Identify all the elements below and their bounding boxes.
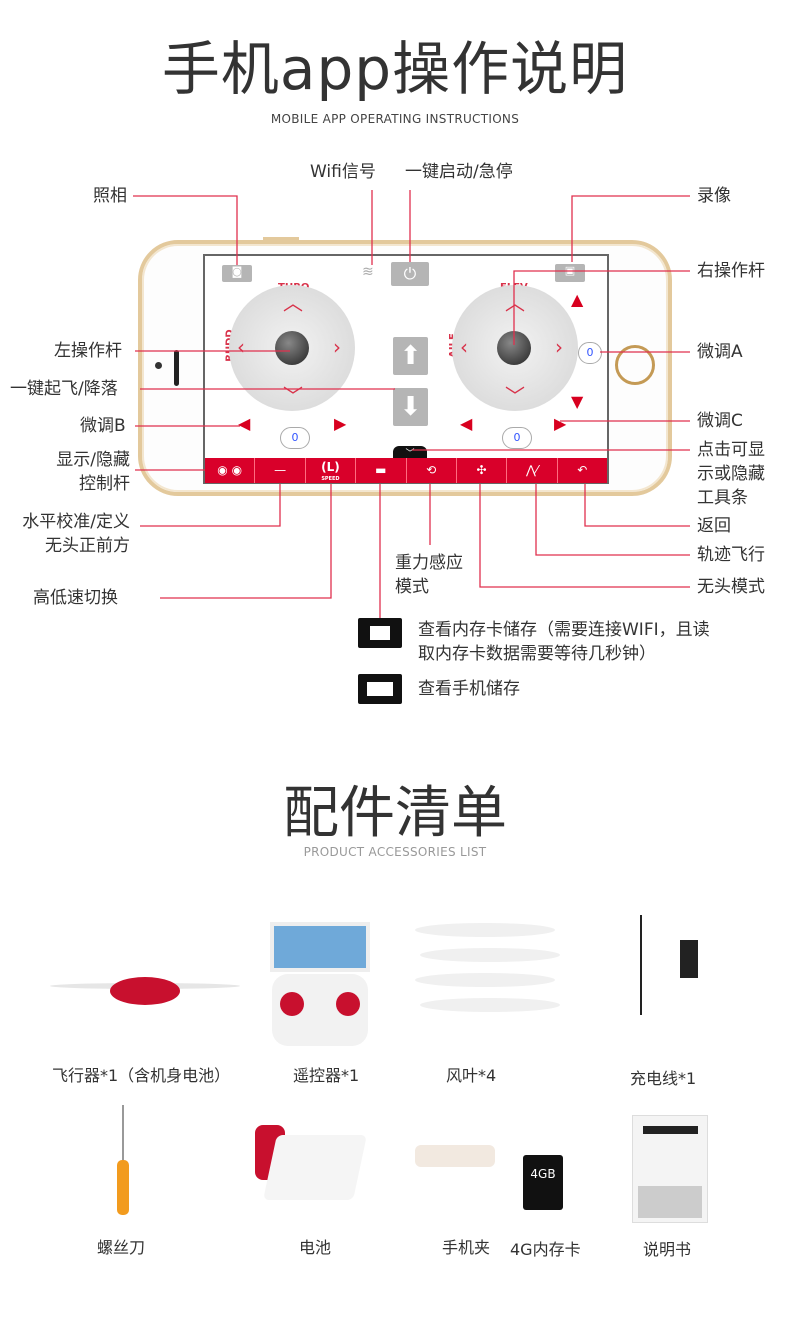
callout-calibrate-line1: 水平校准/定义 — [22, 512, 130, 532]
wifi-icon: ≋ — [362, 264, 374, 280]
chevron-up-icon: ︿ — [505, 291, 525, 315]
toolbar: ◉ ◉ — (L) SPEED ▬ ⟲ ✣ ⋀⁄ ↶ — [205, 458, 607, 483]
chevron-left-icon: ‹ — [460, 335, 468, 359]
power-button[interactable]: ⏻ — [391, 262, 429, 286]
callout-right-stick: 右操作杆 — [697, 261, 765, 281]
chevron-left-icon: ‹ — [237, 335, 245, 359]
callout-track: 轨迹飞行 — [697, 545, 765, 565]
speed-label: SPEED — [321, 476, 340, 482]
callout-trim-b: 微调B — [80, 416, 126, 436]
calibrate-button[interactable]: — — [255, 458, 306, 483]
camera-icon[interactable]: ◙ — [222, 265, 252, 282]
screwdriver-image — [115, 1105, 131, 1215]
callout-toolbar-line1: 点击可显 — [697, 440, 765, 460]
takeoff-button[interactable]: ⬆ — [393, 337, 428, 375]
chevron-down-icon: ﹀ — [505, 384, 525, 408]
video-icon[interactable]: ▣ — [555, 264, 585, 282]
accessories-title: 配件清单 — [283, 781, 507, 846]
phone-clip-image — [405, 1140, 505, 1210]
phone-camera — [155, 362, 162, 369]
phone-button — [263, 237, 299, 241]
trim-a-up-button[interactable]: ▲ — [571, 290, 584, 309]
callout-speed: 高低速切换 — [33, 588, 118, 608]
chevron-down-icon: ﹀ — [283, 384, 303, 408]
land-button[interactable]: ⬇ — [393, 388, 428, 426]
battery-image — [255, 1125, 367, 1205]
right-joystick-knob[interactable] — [497, 331, 531, 365]
headless-mode-button[interactable]: ✣ — [457, 458, 508, 483]
callout-record: 录像 — [697, 186, 731, 206]
folder-button[interactable]: ▬ — [356, 458, 407, 483]
callout-gravity-line1: 重力感应 — [395, 553, 463, 573]
callout-calibrate-line2: 无头正前方 — [45, 536, 130, 556]
callout-trim-a: 微调A — [697, 342, 743, 362]
callout-gravity: 重力感应模式 — [395, 551, 463, 599]
accessory-label: 说明书 — [643, 1240, 692, 1259]
gravity-mode-button[interactable]: ⟲ — [407, 458, 457, 483]
home-button — [615, 345, 655, 385]
chevron-right-icon: › — [555, 335, 563, 359]
storage-sd-line1: 查看内存卡储存（需要连接WIFI，且读 — [418, 620, 710, 640]
storage-phone-text: 查看手机储存 — [418, 679, 520, 699]
accessory-label: 螺丝刀 — [97, 1238, 146, 1257]
memory-card-image: 4GB — [523, 1155, 563, 1210]
trim-b-right-button[interactable]: ▶ — [334, 414, 347, 433]
speed-button[interactable]: (L) SPEED — [306, 458, 357, 483]
callout-left-stick: 左操作杆 — [54, 341, 122, 361]
callout-toolbar-line2: 示或隐藏 — [697, 464, 765, 484]
storage-sd-line2: 取内存卡数据需要等待几秒钟） — [418, 644, 656, 664]
callout-show-hide-line1: 显示/隐藏 — [56, 450, 130, 470]
callout-wifi: Wifi信号 — [310, 162, 376, 182]
show-hide-sticks-button[interactable]: ◉ ◉ — [205, 458, 256, 483]
trim-c-value: 0 — [502, 427, 532, 449]
accessory-label: 电池 — [299, 1238, 332, 1257]
callout-headless: 无头模式 — [697, 577, 765, 597]
back-button[interactable]: ↶ — [577, 463, 588, 477]
toolbar-toggle[interactable]: ﹀ — [393, 446, 427, 459]
trim-a-down-button[interactable]: ▼ — [571, 392, 584, 411]
manual-image — [632, 1115, 708, 1223]
callout-start-stop: 一键启动/急停 — [405, 162, 513, 182]
remote-controller-image — [270, 912, 370, 1047]
accessory-label: 遥控器*1 — [293, 1066, 360, 1085]
accessory-label: 充电线*1 — [630, 1069, 697, 1088]
trim-b-value: 0 — [280, 427, 310, 449]
callout-toolbar: 点击可显示或隐藏工具条 — [697, 438, 765, 510]
trim-b-left-button[interactable]: ◀ — [238, 414, 251, 433]
callout-show-hide-line2: 控制杆 — [79, 474, 130, 494]
trim-a-value: 0 — [578, 342, 602, 364]
trim-c-right-button[interactable]: ▶ — [554, 414, 567, 433]
accessory-label: 风叶*4 — [446, 1066, 497, 1085]
callout-toolbar-line3: 工具条 — [697, 488, 748, 508]
callout-trim-c: 微调C — [697, 411, 743, 431]
trim-c-left-button[interactable]: ◀ — [460, 414, 473, 433]
callout-show-hide: 显示/隐藏控制杆 — [30, 448, 130, 496]
chevron-up-icon: ︿ — [283, 291, 303, 315]
track-flight-button[interactable]: ⋀⁄ — [507, 458, 558, 483]
sd-card-icon — [358, 618, 402, 648]
callout-back: 返回 — [697, 516, 731, 536]
accessory-label: 手机夹 — [442, 1238, 491, 1257]
storage-sd-text: 查看内存卡储存（需要连接WIFI，且读取内存卡数据需要等待几秒钟） — [418, 618, 710, 666]
callout-gravity-line2: 模式 — [395, 577, 429, 597]
propellers-image — [415, 918, 560, 1023]
callout-takeoff-land: 一键起飞/降落 — [10, 379, 118, 399]
left-joystick-knob[interactable] — [275, 331, 309, 365]
phone-speaker — [174, 350, 179, 386]
speed-icon: (L) — [321, 460, 340, 474]
chevron-right-icon: › — [333, 335, 341, 359]
drone-image — [50, 975, 240, 1015]
page-subtitle: MOBILE APP OPERATING INSTRUCTIONS — [270, 112, 520, 126]
accessories-subtitle: PRODUCT ACCESSORIES LIST — [303, 845, 487, 859]
accessory-label: 飞行器*1（含机身电池） — [52, 1066, 231, 1085]
page-title: 手机app操作说明 — [161, 35, 629, 103]
charging-cable-image — [635, 915, 700, 1025]
callout-calibrate: 水平校准/定义无头正前方 — [5, 510, 130, 558]
accessory-label: 4G内存卡 — [510, 1240, 581, 1259]
callout-photo: 照相 — [93, 186, 127, 206]
phone-storage-icon — [358, 674, 402, 704]
